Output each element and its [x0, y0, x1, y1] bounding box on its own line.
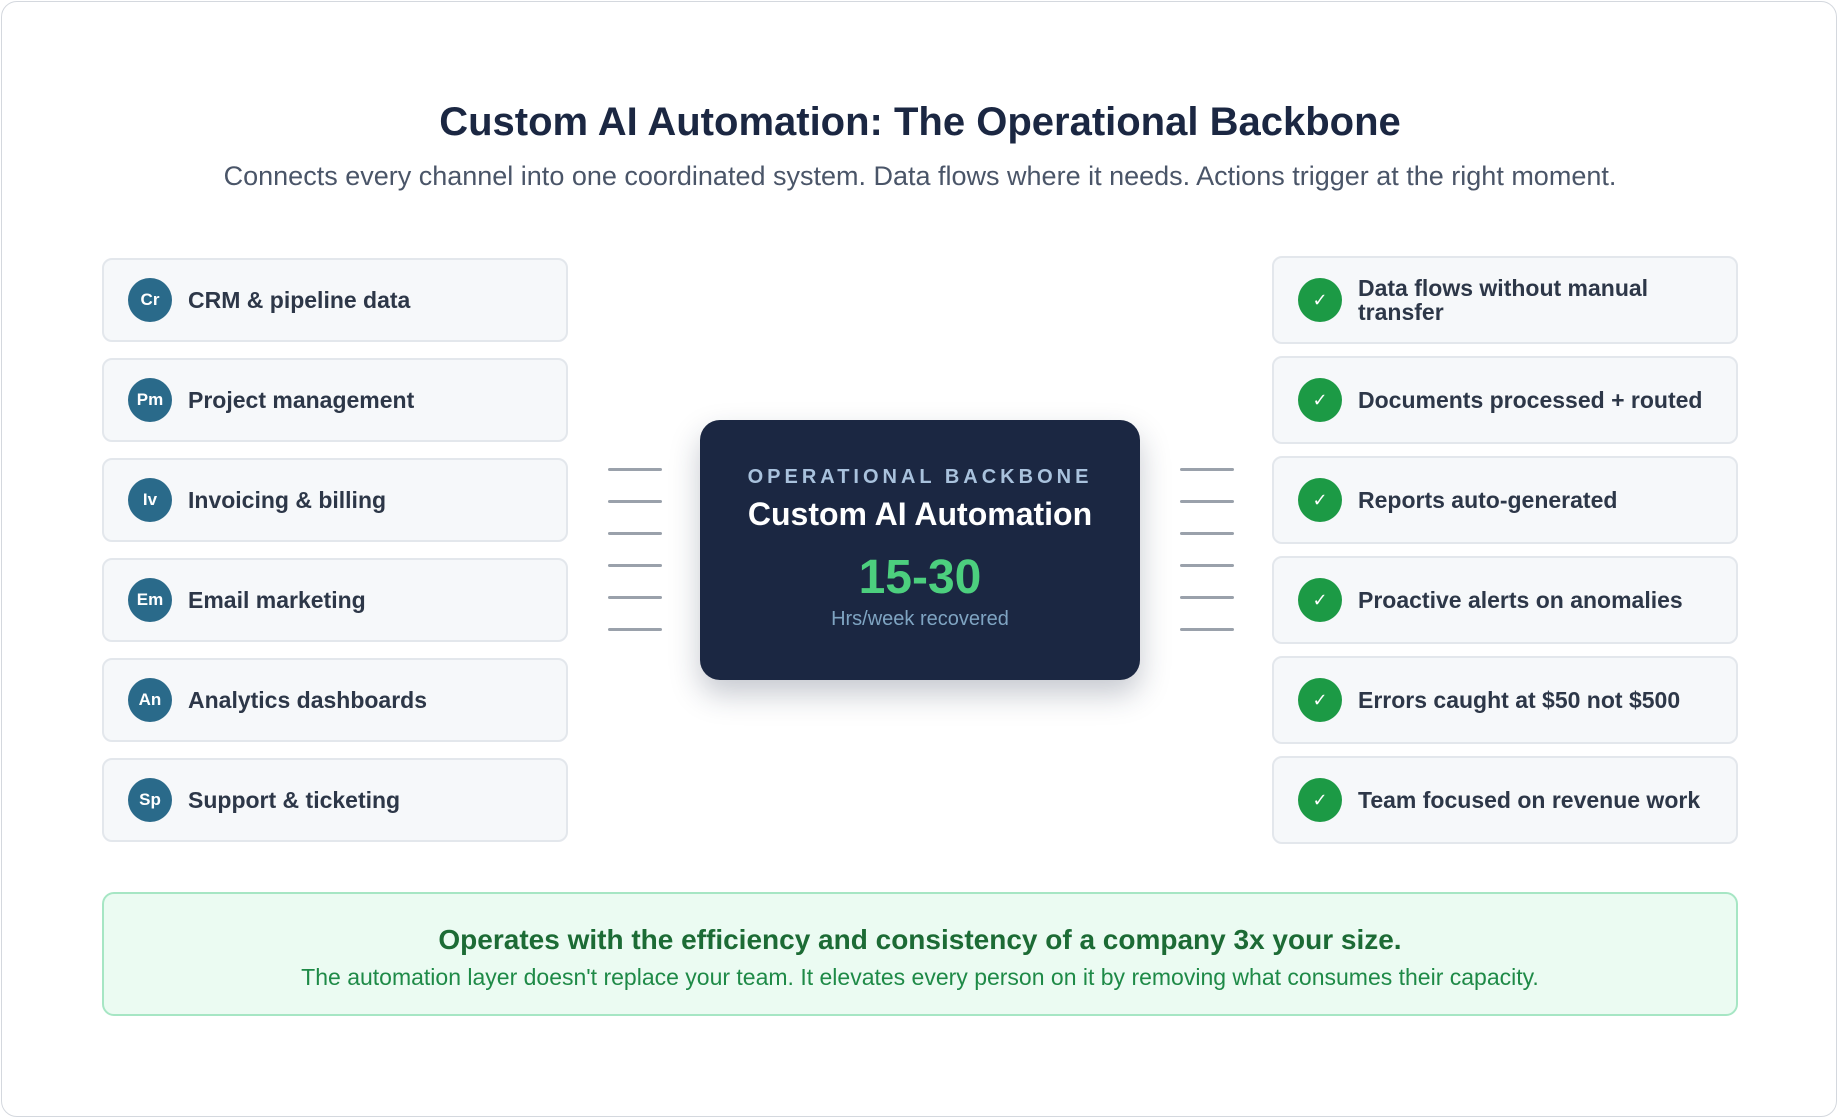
outcome-card-label: Data flows without manual transfer [1358, 275, 1649, 325]
input-card-label: CRM & pipeline data [188, 287, 411, 313]
hub-metric-label: Hrs/week recovered [831, 608, 1009, 630]
input-card-label: Email marketing [188, 587, 366, 613]
analytics-badge-icon: An [128, 678, 172, 722]
check-icon: ✓ [1298, 578, 1342, 622]
input-card-label: Project management [188, 387, 415, 413]
outcome-card-data-flows: ✓ Data flows without manual transfer [1272, 256, 1738, 344]
invoicing-badge-icon: Iv [128, 478, 172, 522]
outcome-card-label: Errors caught at $50 not $500 [1358, 687, 1681, 713]
connector-line [1180, 596, 1234, 599]
check-icon: ✓ [1298, 478, 1342, 522]
connector-line [1180, 564, 1234, 567]
connector-line [608, 596, 662, 599]
email-badge-icon: Em [128, 578, 172, 622]
connector-line [608, 500, 662, 503]
input-channels: Cr CRM & pipeline data Pm Project manage… [102, 258, 568, 858]
input-card-label: Invoicing & billing [188, 487, 387, 513]
connector-line [1180, 532, 1234, 535]
page-title: Custom AI Automation: The Operational Ba… [439, 100, 1401, 144]
connector-line [608, 628, 662, 631]
input-card-analytics: An Analytics dashboards [102, 658, 568, 742]
hub-metric-value: 15-30 [858, 551, 982, 604]
connector-line [1180, 628, 1234, 631]
outcome-card-label: Team focused on revenue work [1358, 787, 1701, 813]
connector-line [1180, 468, 1234, 471]
input-card-invoicing: Iv Invoicing & billing [102, 458, 568, 542]
outcome-card-label: Proactive alerts on anomalies [1358, 587, 1683, 613]
connector-line [608, 532, 662, 535]
right-connector-lines [1180, 468, 1234, 660]
check-icon: ✓ [1298, 778, 1342, 822]
hub-title: Custom AI Automation [747, 496, 1093, 532]
left-connector-lines [608, 468, 662, 660]
input-card-support: Sp Support & ticketing [102, 758, 568, 842]
support-badge-icon: Sp [128, 778, 172, 822]
connector-line [1180, 500, 1234, 503]
outcome-card-label: Documents processed + routed [1358, 387, 1703, 413]
callout-headline: Operates with the efficiency and consist… [438, 924, 1402, 955]
outcome-card-alerts: ✓ Proactive alerts on anomalies [1272, 556, 1738, 644]
check-icon: ✓ [1298, 278, 1342, 322]
input-card-label: Support & ticketing [188, 787, 401, 813]
crm-badge-icon: Cr [128, 278, 172, 322]
summary-callout: Operates with the efficiency and consist… [102, 892, 1738, 1016]
input-card-email-marketing: Em Email marketing [102, 558, 568, 642]
connector-line [608, 564, 662, 567]
hub-kicker: OPERATIONAL BACKBONE [747, 466, 1093, 488]
callout-body: The automation layer doesn't replace you… [301, 964, 1539, 990]
outcome-card-label: Reports auto-generated [1358, 487, 1618, 513]
check-icon: ✓ [1298, 378, 1342, 422]
outcomes-list: ✓ Data flows without manual transfer ✓ D… [1272, 256, 1738, 856]
input-card-project-management: Pm Project management [102, 358, 568, 442]
input-card-crm: Cr CRM & pipeline data [102, 258, 568, 342]
input-card-label: Analytics dashboards [188, 687, 428, 713]
outcome-card-documents: ✓ Documents processed + routed [1272, 356, 1738, 444]
connector-line [608, 468, 662, 471]
automation-hub: OPERATIONAL BACKBONE Custom AI Automatio… [700, 420, 1140, 680]
project-badge-icon: Pm [128, 378, 172, 422]
outcome-card-team-focus: ✓ Team focused on revenue work [1272, 756, 1738, 844]
outcome-card-reports: ✓ Reports auto-generated [1272, 456, 1738, 544]
page-subtitle: Connects every channel into one coordina… [223, 161, 1617, 191]
check-icon: ✓ [1298, 678, 1342, 722]
outcome-card-errors: ✓ Errors caught at $50 not $500 [1272, 656, 1738, 744]
